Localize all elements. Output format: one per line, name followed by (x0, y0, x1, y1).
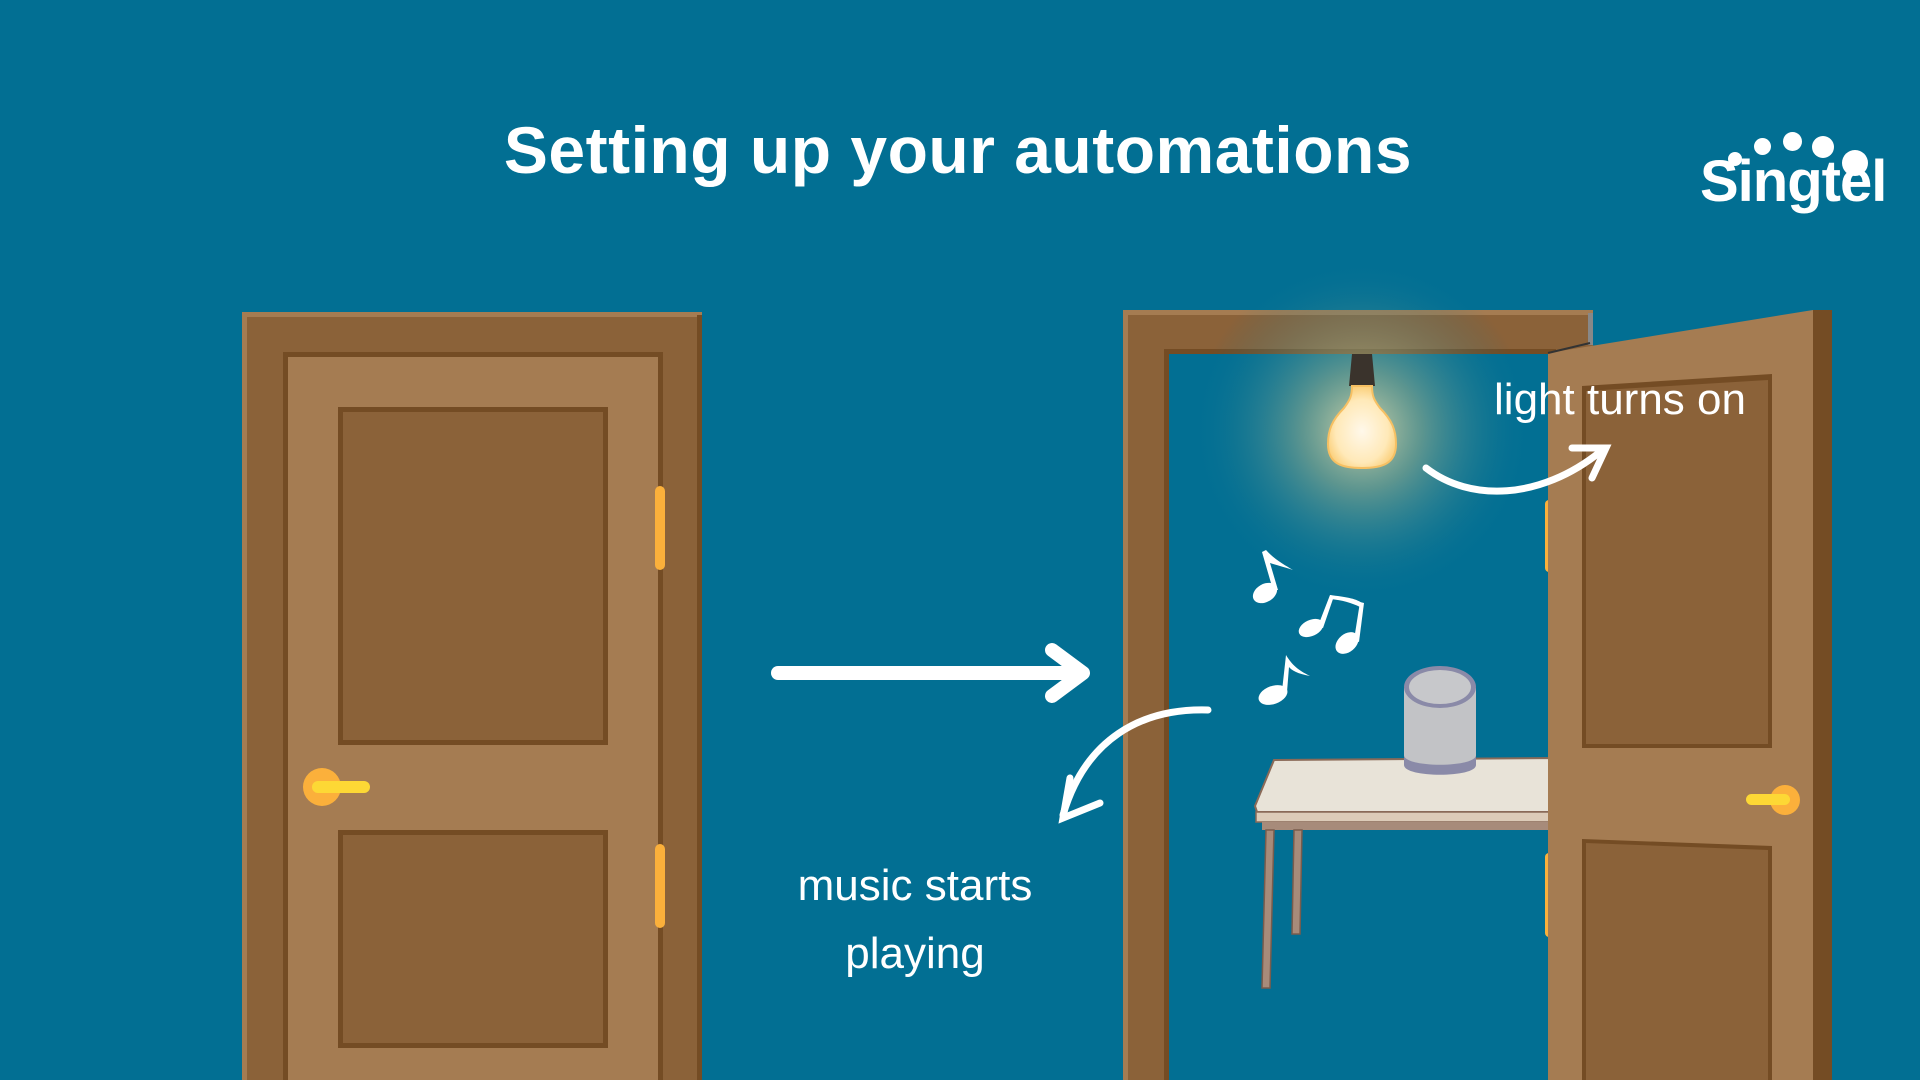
light-label: light turns on (1494, 375, 1746, 424)
table (1253, 756, 1561, 989)
light-bulb-icon (1326, 354, 1398, 470)
music-notes-icon (1252, 550, 1364, 705)
page-title: Setting up your automations (0, 112, 1920, 188)
logo-dot-icon (1728, 152, 1742, 166)
curved-arrow-light-icon (1422, 444, 1612, 495)
hinge (655, 486, 665, 570)
logo-wordmark: Singtel (1700, 149, 1887, 214)
closed-door (242, 312, 702, 1080)
page-title-text: Setting up your automations (503, 113, 1413, 187)
music-label-line2: playing (845, 929, 985, 978)
singtel-logo: Singtel (1700, 110, 1887, 214)
logo-dot-icon (1812, 136, 1834, 158)
smart-speaker (1404, 666, 1476, 775)
door-handle (312, 781, 370, 793)
arrow-right-icon (771, 643, 1090, 703)
open-door (1547, 310, 1832, 1080)
logo-dot-icon (1754, 138, 1771, 155)
logo-dot-icon (1783, 132, 1802, 151)
hinge (655, 844, 665, 928)
door-handle (1746, 794, 1790, 805)
logo-dot-icon (1842, 150, 1868, 176)
music-label-line1: music starts (797, 861, 1033, 910)
curved-arrow-music-icon (1058, 706, 1212, 824)
